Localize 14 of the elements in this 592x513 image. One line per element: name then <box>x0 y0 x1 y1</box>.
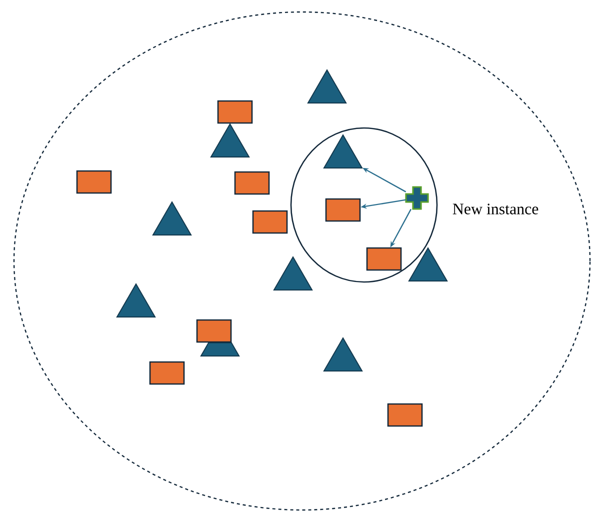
dashed-circle <box>13 11 591 511</box>
rectangle <box>76 170 112 194</box>
plus-sign <box>405 186 429 210</box>
label: New instance <box>452 204 538 214</box>
circle <box>290 127 438 283</box>
rectangle <box>325 198 361 222</box>
rectangle <box>234 171 270 195</box>
triangle <box>200 342 240 356</box>
rectangle <box>387 403 423 427</box>
rectangle <box>217 100 253 124</box>
rectangle <box>252 210 288 234</box>
rectangle <box>149 361 185 385</box>
rectangle <box>366 247 402 271</box>
rectangle <box>196 319 232 343</box>
